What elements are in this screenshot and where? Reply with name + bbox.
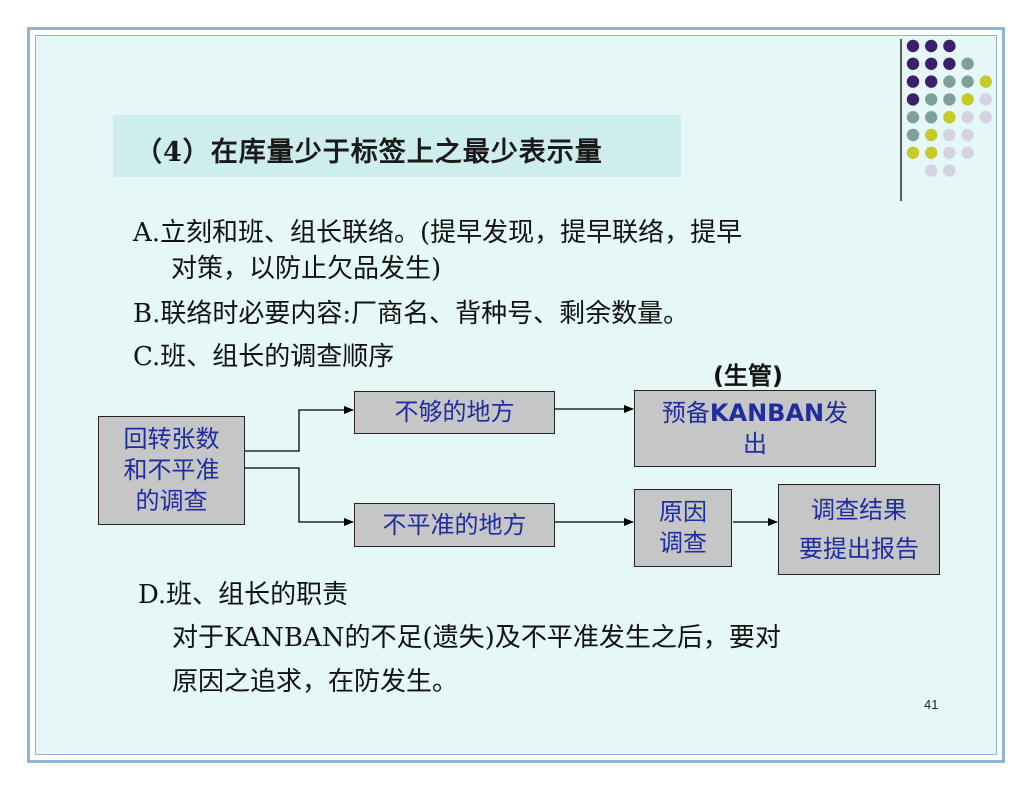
flow-box-report: 调查结果 要提出报告 [778,484,940,575]
flow-box-unbalance-label: 不平准的地方 [382,510,527,539]
slide-frame-outer [27,27,1005,763]
production-control-label: (生管) [713,362,783,390]
flow-box-unbalance: 不平准的地方 [354,503,555,547]
flow-box-start-line1: 回转张数 [123,425,220,453]
flow-box-report-line1: 调查结果 [811,495,907,524]
item-d-line3: 原因之追求，在防发生。 [172,667,459,697]
flow-box-kanban-line2: 出 [743,429,767,458]
flow-box-shortage: 不够的地方 [354,391,555,434]
flow-box-cause: 原因 调查 [634,489,732,567]
flow-box-cause-line2: 调查 [659,529,707,557]
decorative-vertical-line [900,39,902,201]
flow-box-start-line3: 的调查 [135,487,208,515]
item-c: C.班、组长的调查顺序 [133,342,395,372]
page-number: 41 [924,697,939,712]
item-b: B.联络时必要内容:厂商名、背种号、剩余数量。 [133,299,690,329]
flow-box-start-line2: 和不平准 [123,456,220,484]
item-d-line2: 对于KANBAN的不足(遗失)及不平准发生之后，要对 [172,623,781,653]
title-band [113,115,681,177]
flow-box-report-line2: 要提出报告 [799,534,919,563]
item-d-line1: D.班、组长的职责 [138,580,349,610]
flow-box-cause-line1: 原因 [659,498,707,526]
flow-box-kanban-line1: 预备KANBAN发 [662,398,848,429]
flow-box-shortage-label: 不够的地方 [394,398,515,426]
flow-box-kanban-prefix: 预备 [661,398,710,427]
item-a-line1: A.立刻和班、组长联络。(提早发现，提早联络，提早 [133,218,743,248]
slide-title: （4）在库量少于标签上之最少表示量 [135,137,603,168]
flow-box-kanban-suffix: 发 [824,398,849,427]
flow-box-kanban: 预备KANBAN发 出 [634,390,876,467]
flow-box-kanban-bold: KANBAN [709,398,825,427]
flow-box-start: 回转张数 和不平准 的调查 [98,416,245,525]
item-a-line2: 对策，以防止欠品发生) [171,254,442,284]
